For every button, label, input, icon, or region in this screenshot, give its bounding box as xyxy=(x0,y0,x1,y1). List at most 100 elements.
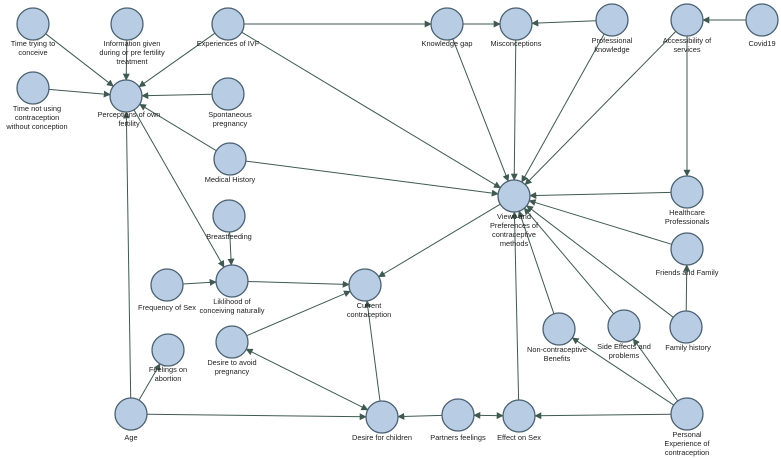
node-circle-breastfeeding xyxy=(212,199,246,233)
node-label-desire-children: Desire for children xyxy=(352,433,412,442)
node-label-perceptions: Perceptions of own xyxy=(98,110,161,119)
node-circle-desire-avoid xyxy=(215,325,249,359)
node-label-knowledge-gap: Knowledge gap xyxy=(422,39,473,48)
node-circle-personal-exp xyxy=(670,397,704,431)
node-desire-children: Desire for children xyxy=(352,400,412,442)
node-label-views: contraceptive xyxy=(492,230,536,239)
node-label-views: methods xyxy=(500,239,529,248)
node-label-time-not-using: Time not using xyxy=(13,104,61,113)
edge-healthcare-to-views xyxy=(529,191,672,199)
edge-personal-exp-to-noncontra xyxy=(571,337,674,406)
node-label-current-contra: Current xyxy=(357,301,382,310)
node-freq-sex: Frequency of Sex xyxy=(138,268,196,312)
node-label-info-given: Information given xyxy=(104,39,161,48)
node-circle-feelings-abortion xyxy=(151,333,185,367)
node-label-perceptions: fertility xyxy=(118,119,140,128)
node-effect-sex: Effect on Sex xyxy=(497,399,541,442)
edge-accessibility-to-views xyxy=(524,31,677,186)
node-label-friends-family: Friends and Family xyxy=(656,268,719,277)
node-circle-friends-family xyxy=(670,232,704,266)
edge-views-to-current-contra xyxy=(378,203,501,278)
node-circle-side-effects xyxy=(607,309,641,343)
node-label-desire-avoid: Desire to avoid xyxy=(207,358,256,367)
node-label-family-history: Family history xyxy=(665,343,711,352)
edge-age-to-desire-children xyxy=(146,413,367,421)
node-circle-noncontra xyxy=(542,312,576,346)
edge-desire-children-to-desire-avoid xyxy=(245,348,369,411)
node-circle-current-contra xyxy=(348,268,382,302)
node-label-side-effects: Side Effects and xyxy=(597,342,651,351)
node-label-exp-ivf: Experiences of IVF xyxy=(197,39,260,48)
node-label-spontaneous: pregnancy xyxy=(213,119,248,128)
node-label-covid: Covid19 xyxy=(748,39,775,48)
edge-side-effects-to-views xyxy=(523,207,615,315)
node-label-age: Age xyxy=(124,433,137,442)
node-label-noncontra: Benefits xyxy=(544,354,571,363)
node-label-feelings-abortion: abortion xyxy=(155,374,182,383)
edge-partners-to-desire-children xyxy=(397,412,443,420)
edge-medical-history-to-views xyxy=(245,160,499,197)
node-circle-effect-sex xyxy=(502,399,536,433)
node-label-feelings-abortion: Feelings on xyxy=(149,365,187,374)
node-label-accessibility: services xyxy=(673,45,700,54)
node-label-time-not-using: without conception xyxy=(5,122,67,131)
node-circle-covid xyxy=(745,3,779,37)
edge-personal-exp-to-side-effects xyxy=(632,338,679,402)
edge-friends-family-to-views xyxy=(528,199,672,245)
node-label-accessibility: Accessibility of xyxy=(663,36,712,45)
edge-prof-knowledge-to-views xyxy=(521,33,605,183)
node-label-personal-exp: contraception xyxy=(665,448,709,457)
edge-family-history-to-friends-family xyxy=(683,264,691,312)
edge-personal-exp-to-effect-sex xyxy=(534,412,672,420)
edge-age-to-perceptions xyxy=(122,111,132,399)
edge-family-history-to-views xyxy=(526,205,674,318)
node-circle-time-trying xyxy=(16,7,50,41)
edge-prof-knowledge-to-misconceptions xyxy=(531,19,597,27)
node-label-views: Views and xyxy=(497,212,531,221)
node-label-time-not-using: contraception xyxy=(15,113,59,122)
node-circle-family-history xyxy=(669,310,703,344)
node-circle-freq-sex xyxy=(150,268,184,302)
node-label-info-given: during or pre fertility xyxy=(99,48,165,57)
node-circle-perceptions xyxy=(109,79,143,113)
edge-time-trying-to-perceptions xyxy=(45,33,114,87)
node-circle-misconceptions xyxy=(499,7,533,41)
edge-perceptions-to-likelihood xyxy=(133,109,225,268)
edge-spontaneous-to-perceptions xyxy=(141,92,213,100)
node-circle-views xyxy=(497,179,531,213)
node-knowledge-gap: Knowledge gap xyxy=(422,7,473,48)
node-age: Age xyxy=(114,397,148,442)
edge-knowledge-gap-to-views xyxy=(452,38,510,182)
edge-age-to-feelings-abortion xyxy=(138,363,161,401)
node-partners: Partners feelings xyxy=(430,398,486,442)
node-circle-knowledge-gap xyxy=(430,7,464,41)
node-circle-medical-history xyxy=(213,142,247,176)
edge-desire-avoid-to-current-contra xyxy=(246,290,351,337)
node-circle-spontaneous xyxy=(211,77,245,111)
node-label-prof-knowledge: knowledge xyxy=(594,45,629,54)
edges-layer xyxy=(45,16,746,421)
node-exp-ivf: Experiences of IVF xyxy=(197,7,260,48)
edge-misconceptions-to-views xyxy=(510,39,518,181)
node-label-personal-exp: Experience of xyxy=(664,439,710,448)
node-label-spontaneous: Spontaneous xyxy=(208,110,252,119)
node-circle-likelihood xyxy=(215,264,249,298)
node-label-noncontra: Non-contraceptive xyxy=(527,345,587,354)
node-circle-prof-knowledge xyxy=(595,3,629,37)
edge-info-given-to-perceptions xyxy=(122,39,130,81)
node-family-history: Family history xyxy=(665,310,711,352)
node-label-current-contra: contraception xyxy=(347,310,391,319)
node-label-partners: Partners feelings xyxy=(430,433,486,442)
edge-medical-history-to-perceptions xyxy=(139,103,217,152)
